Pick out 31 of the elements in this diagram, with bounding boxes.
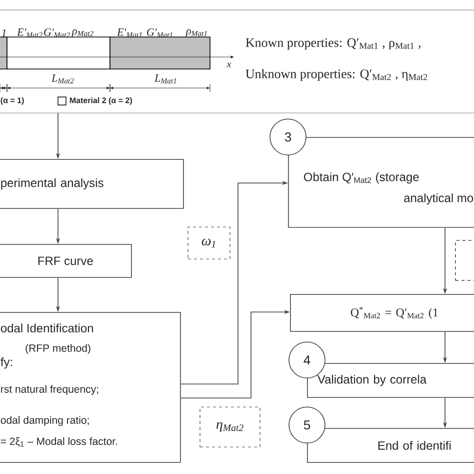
process-box: End of identifi [307, 428, 474, 463]
box-text: = 2ξ$_{1}$ – Modal loss factor. [0, 437, 117, 447]
dimension-label: L$_{Mat2}$ [51, 74, 74, 84]
property-symbol: ρ$_{Mat1}$ [186, 29, 207, 37]
edge-label: η$_{Mat2}$ [200, 406, 260, 448]
box-text: (RFP method) [26, 344, 90, 354]
property-symbol: E′$_{Mat1}$ [116, 28, 142, 38]
property-symbol: G′$_{Mat1}$ [147, 28, 172, 38]
box-text: odal Identification [0, 324, 93, 332]
legend-label: Material 2 (α = 2) [70, 97, 132, 105]
edge-label: ω$_{1}$ [188, 226, 230, 260]
process-box: FRF curve [0, 244, 132, 278]
box-text: Obtain Q′$_{Mat2}$ (storage [304, 172, 419, 184]
property-symbol: G′$_{Mat2}$ [44, 28, 70, 38]
dashed-box [455, 240, 474, 281]
property-list: Unknown properties: Q′$_{Mat2}$ , η$_{Mat2}$ [246, 69, 428, 81]
property-list: Known properties: Q′$_{Mat1}$ , ρ$_{Mat1}$ , [246, 38, 420, 50]
process-box: perimental analysis [0, 159, 184, 209]
box-text: odal damping ratio; [0, 416, 89, 426]
material-label: (α = 1) [0, 97, 24, 105]
label-fragment: 1 [2, 29, 6, 37]
box-text: rst natural frequency; [1, 385, 98, 395]
property-symbol: ρ$_{Mat2}$ [72, 29, 94, 37]
axis-label: x [226, 62, 232, 68]
dimension-label: L$_{Mat1}$ [154, 74, 176, 84]
process-box [0, 312, 181, 463]
box-text: analytical mo [404, 193, 474, 205]
process-box: Validation by correla [307, 363, 474, 398]
property-symbol: E′$_{Mat2}$ [16, 28, 42, 38]
formula-box: Q$^{*}$$_{Mat2}$ = Q′$_{Mat2}$ (1 [290, 294, 474, 332]
box-text: fy: [0, 357, 12, 369]
